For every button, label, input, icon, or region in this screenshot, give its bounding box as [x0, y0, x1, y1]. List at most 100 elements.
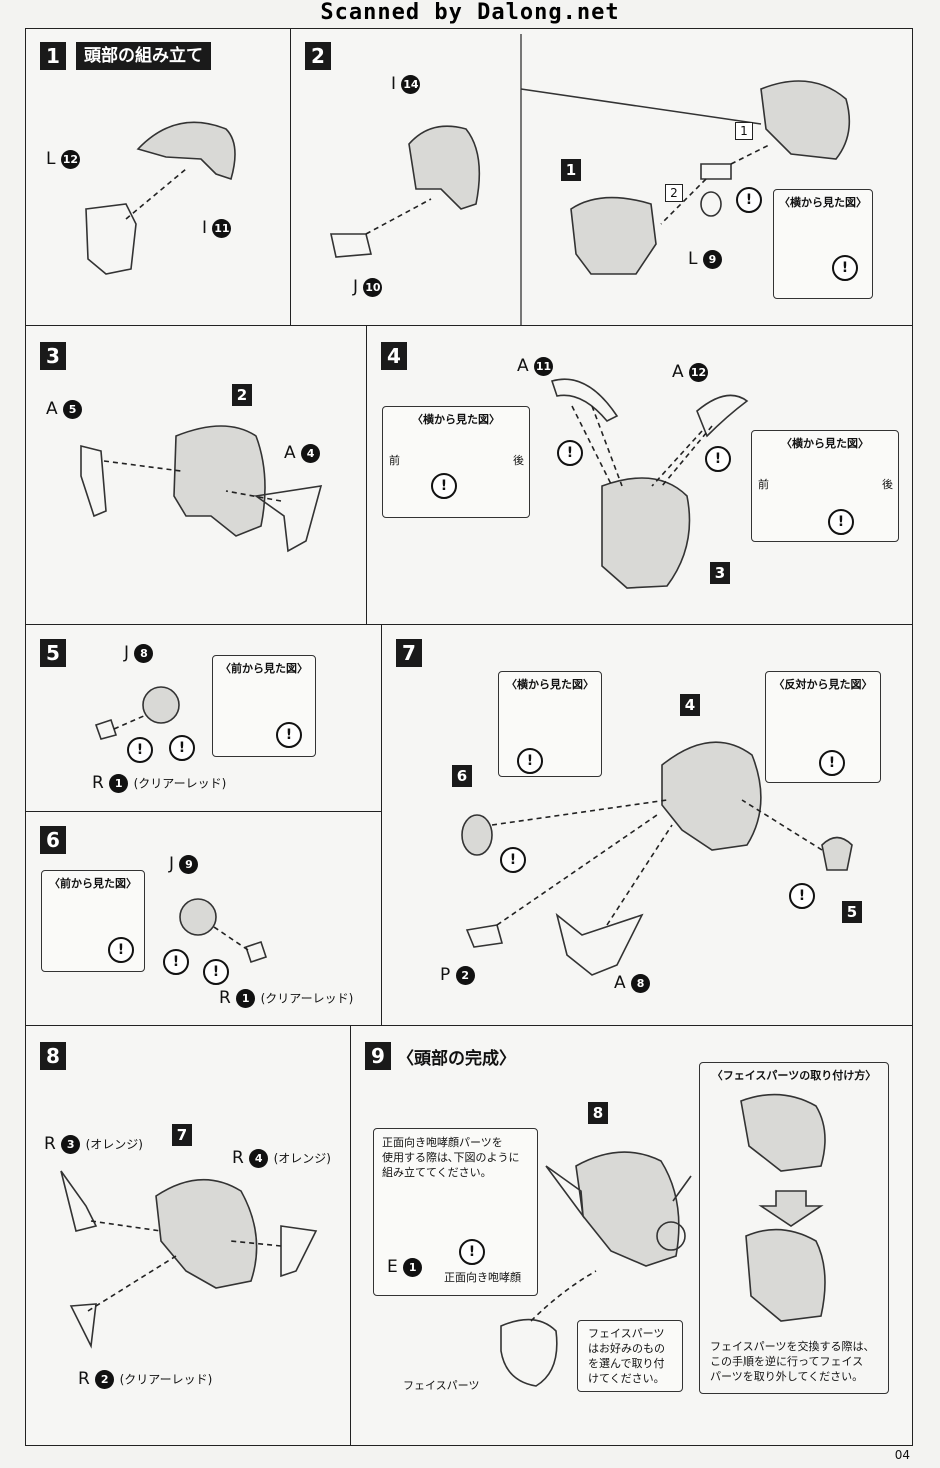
part-number: 9	[179, 854, 199, 874]
note-line: 組み立ててください。	[382, 1166, 492, 1179]
face-part-note-box: フェイスパーツ はお好みのもの を選んで取り付 けてください。	[577, 1320, 683, 1392]
ref-step-6: 6	[452, 765, 472, 787]
part-number: 8	[631, 973, 651, 993]
part-number: 3	[61, 1134, 81, 1154]
front-roar-face-note-box: 正面向き咆哮顔パーツを 使用する際は､下図のように 組み立ててください。 E 1…	[373, 1128, 538, 1296]
part-number: 11	[212, 218, 232, 238]
color-note: (オレンジ)	[273, 1151, 331, 1166]
warning-icon: !	[276, 722, 302, 748]
note-line: を選んで取り付	[588, 1357, 665, 1370]
back-label: 後	[882, 478, 893, 491]
ear-assembly-illustration	[179, 898, 268, 964]
part-label-i14: I 14	[391, 74, 421, 94]
note-line: この手順を逆に行ってフェイス	[710, 1355, 864, 1368]
part-label-a12: A 12	[672, 362, 709, 382]
part-label-e1: E 1	[387, 1257, 423, 1277]
warning-icon: !	[163, 949, 189, 975]
step-number: 7	[396, 639, 422, 667]
part-label-a5: A 5	[46, 399, 83, 419]
part-number: 5	[63, 399, 83, 419]
step-7-panel: 7 P 2 A 8 4 5 6 ! ! 〈横から見た図〉 ! 〈反対から見た図〉…	[381, 624, 913, 1026]
part-number: 1	[109, 773, 129, 793]
warning-icon: !	[169, 735, 195, 761]
part-label-j9: J 9	[169, 854, 199, 874]
page-number: 04	[894, 1448, 910, 1462]
head-shell-illustration	[330, 34, 851, 325]
back-label: 後	[513, 454, 524, 467]
step-number: 5	[40, 639, 66, 667]
callout-title: 〈横から見た図〉	[506, 678, 594, 691]
note-line: フェイスパーツを交換する際は、	[710, 1340, 875, 1353]
step-5-panel: 5 J 8 R 1 (クリアーレッド) ! ! 〈前から見た図〉 !	[25, 624, 382, 812]
part-number: 12	[689, 362, 709, 382]
part-label-a4: A 4	[284, 443, 321, 463]
warning-icon: !	[127, 737, 153, 763]
part-label-l12: L 12	[46, 149, 80, 169]
side-view-callout-right: 〈横から見た図〉 前 後 !	[751, 430, 899, 542]
warning-icon: !	[557, 440, 583, 466]
warning-icon: !	[517, 748, 543, 774]
part-number: 4	[301, 443, 321, 463]
part-number: 12	[60, 149, 80, 169]
part-number: 1	[236, 988, 256, 1008]
part-label-r2: R 2 (クリアーレッド)	[78, 1369, 213, 1389]
front-view-callout: 〈前から見た図〉 !	[41, 870, 145, 972]
warning-icon: !	[500, 847, 526, 873]
part-number: 9	[702, 249, 722, 269]
step-9-panel: 9 〈頭部の完成〉 8 正面向き咆哮顔パーツを 使用する際は､下図のように 組み…	[350, 1025, 913, 1446]
callout-title: 〈横から見た図〉	[779, 196, 867, 209]
callout-title: 〈フェイスパーツの取り付け方〉	[711, 1069, 877, 1082]
step-title: 頭部の組み立て	[76, 42, 211, 70]
ref-step-5: 5	[842, 901, 862, 923]
front-label: 前	[758, 478, 769, 491]
callout-title: 〈反対から見た図〉	[773, 678, 873, 691]
part-number: 2	[95, 1369, 115, 1389]
warning-icon: !	[705, 446, 731, 472]
part-number: 2	[455, 965, 475, 985]
part-label-a11: A 11	[517, 356, 554, 376]
warning-icon: !	[431, 473, 457, 499]
warning-icon: !	[459, 1239, 485, 1265]
side-view-callout-left: 〈横から見た図〉 前 後 !	[382, 406, 530, 518]
note-line: パーツを取り外してください。	[710, 1370, 864, 1383]
part-number: 14	[401, 74, 421, 94]
scan-header: Scanned by Dalong.net	[320, 0, 620, 25]
head-cheek-illustration	[80, 425, 323, 553]
head-assembly-illustration	[85, 121, 236, 275]
step-number: 3	[40, 342, 66, 370]
warning-icon: !	[789, 883, 815, 909]
step-number: 6	[40, 826, 66, 854]
part-number: 11	[534, 356, 554, 376]
step-number: 9	[365, 1042, 391, 1070]
part-number: 8	[134, 643, 154, 663]
callout-title: 〈前から見た図〉	[220, 662, 308, 675]
head-ears-illustration	[461, 741, 853, 976]
callout-title: 〈横から見た図〉	[781, 437, 869, 450]
part-number: 1	[403, 1257, 423, 1277]
warning-icon: !	[108, 937, 134, 963]
part-label-r1: R 1 (クリアーレッド)	[219, 988, 354, 1008]
step-6-panel: 6 J 9 R 1 (クリアーレッド) ! ! 〈前から見た図〉 !	[25, 811, 382, 1026]
ref-step-1: 1	[561, 159, 581, 181]
ref-step-8: 8	[588, 1102, 608, 1124]
note-line: フェイスパーツ	[588, 1327, 665, 1340]
note-line: はお好みのもの	[588, 1342, 665, 1355]
ref-step-7: 7	[172, 1124, 192, 1146]
step-4-panel: 4 A 11 A 12 3 ! ! 〈横から見た図〉 前 後 ! 〈横から見た図…	[366, 325, 913, 625]
step-number: 8	[40, 1042, 66, 1070]
callout-title: 〈横から見た図〉	[412, 413, 500, 426]
step-number: 2	[305, 42, 331, 70]
part-label-i11: I 11	[202, 218, 232, 238]
step-3-panel: 3 A 5 A 4 2	[25, 325, 367, 625]
warning-icon: !	[819, 750, 845, 776]
part-label-a8: A 8	[614, 973, 651, 993]
callout-title: 〈前から見た図〉	[49, 877, 137, 890]
ref-step-3: 3	[710, 562, 730, 584]
head-fins-illustration	[60, 1170, 318, 1349]
step-number: 1	[40, 42, 66, 70]
note-line: 正面向き咆哮顔パーツを	[382, 1136, 503, 1149]
part-label-r1: R 1 (クリアーレッド)	[92, 773, 227, 793]
step-number: 4	[381, 342, 407, 370]
part-label-r3: R 3 (オレンジ)	[44, 1134, 143, 1154]
opposite-view-callout: 〈反対から見た図〉 !	[765, 671, 881, 783]
